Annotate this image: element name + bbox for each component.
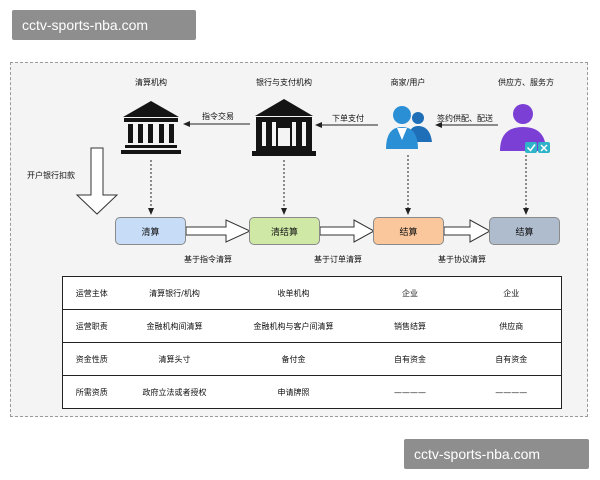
table-cell: ————: [495, 387, 528, 397]
label-open-bank-deduction: 开户银行扣款: [27, 171, 75, 180]
stage-box-settlement-supplier: 结算: [489, 217, 560, 245]
supplier-user-icon: [500, 104, 550, 153]
table-cell: 销售结算: [358, 309, 462, 343]
watermark-top: cctv-sports-nba.com: [12, 10, 196, 40]
table-cell: 政府立法或者授权: [142, 387, 207, 397]
actor-label-clearing: 清算机构: [135, 78, 167, 87]
down-hollow-arrow: [75, 147, 119, 215]
table-row: 所需资质 政府立法或者授权 申请牌照 ———— ————: [63, 376, 562, 409]
stage-link-label-1: 基于指令清算: [184, 255, 232, 264]
table-cell: 收单机构: [228, 276, 359, 310]
arrow-label-place-order: 下单支付: [332, 114, 364, 123]
table-row: 资金性质 清算头寸 备付金 自有资金 自有资金: [62, 342, 562, 376]
table-cell: 金融机构间清算: [120, 309, 229, 343]
bank-building-icon: [252, 99, 316, 156]
arrow-instruction-trade: [183, 121, 250, 127]
stage-arrow-2: [319, 219, 376, 243]
actor-label-bank: 银行与支付机构: [256, 78, 312, 87]
dashed-connectors: [150, 155, 527, 208]
stage-arrow-3: [443, 219, 492, 243]
table-cell: 金融机构与客户间清算: [228, 309, 359, 343]
table-cell: 自有资金: [461, 342, 562, 376]
clearing-institution-building-icon: [121, 101, 181, 154]
row-header: 运营主体: [62, 276, 121, 310]
row-header: 所需资质: [75, 387, 108, 397]
watermark-bottom: cctv-sports-nba.com: [404, 439, 589, 469]
table-cell: 清算银行/机构: [120, 276, 229, 310]
arrow-contract-supply: [435, 122, 498, 128]
stage-arrow-1: [185, 219, 252, 243]
stage-box-settlement-merchant: 结算: [373, 217, 444, 245]
arrow-label-instruction-trade: 指令交易: [202, 112, 234, 121]
table-cell: 自有资金: [358, 342, 462, 376]
responsibility-table: 运营主体 清算银行/机构 收单机构 企业 企业 运营职责 金融机构间清算 金融机…: [62, 276, 562, 409]
table-cell: 清算头寸: [120, 342, 229, 376]
stage-box-clearing-settlement: 清结算: [249, 217, 320, 245]
stage-box-clearing: 清算: [115, 217, 186, 245]
table-cell: ————: [394, 387, 426, 397]
actor-label-merchant: 商家/用户: [390, 78, 426, 87]
table-cell: 申请牌照: [277, 387, 310, 397]
table-cell: 企业: [358, 276, 462, 310]
arrow-place-order: [315, 122, 378, 128]
table-row: 运营职责 金融机构间清算 金融机构与客户间清算 销售结算 供应商: [62, 309, 562, 343]
table-cell: 备付金: [228, 342, 359, 376]
actor-label-supplier: 供应方、服务方: [498, 78, 554, 87]
stage-link-label-2: 基于订单清算: [314, 255, 362, 264]
row-header: 运营职责: [62, 309, 121, 343]
table-cell: 供应商: [461, 309, 562, 343]
row-header: 资金性质: [62, 342, 121, 376]
table-row: 运营主体 清算银行/机构 收单机构 企业 企业: [62, 276, 562, 310]
connector-arrowheads: [148, 208, 529, 215]
arrow-label-contract-supply: 签约供配、配送: [437, 114, 493, 123]
merchant-users-icon: [386, 106, 432, 149]
stage-link-label-3: 基于协议清算: [438, 255, 486, 264]
table-cell: 企业: [461, 276, 562, 310]
